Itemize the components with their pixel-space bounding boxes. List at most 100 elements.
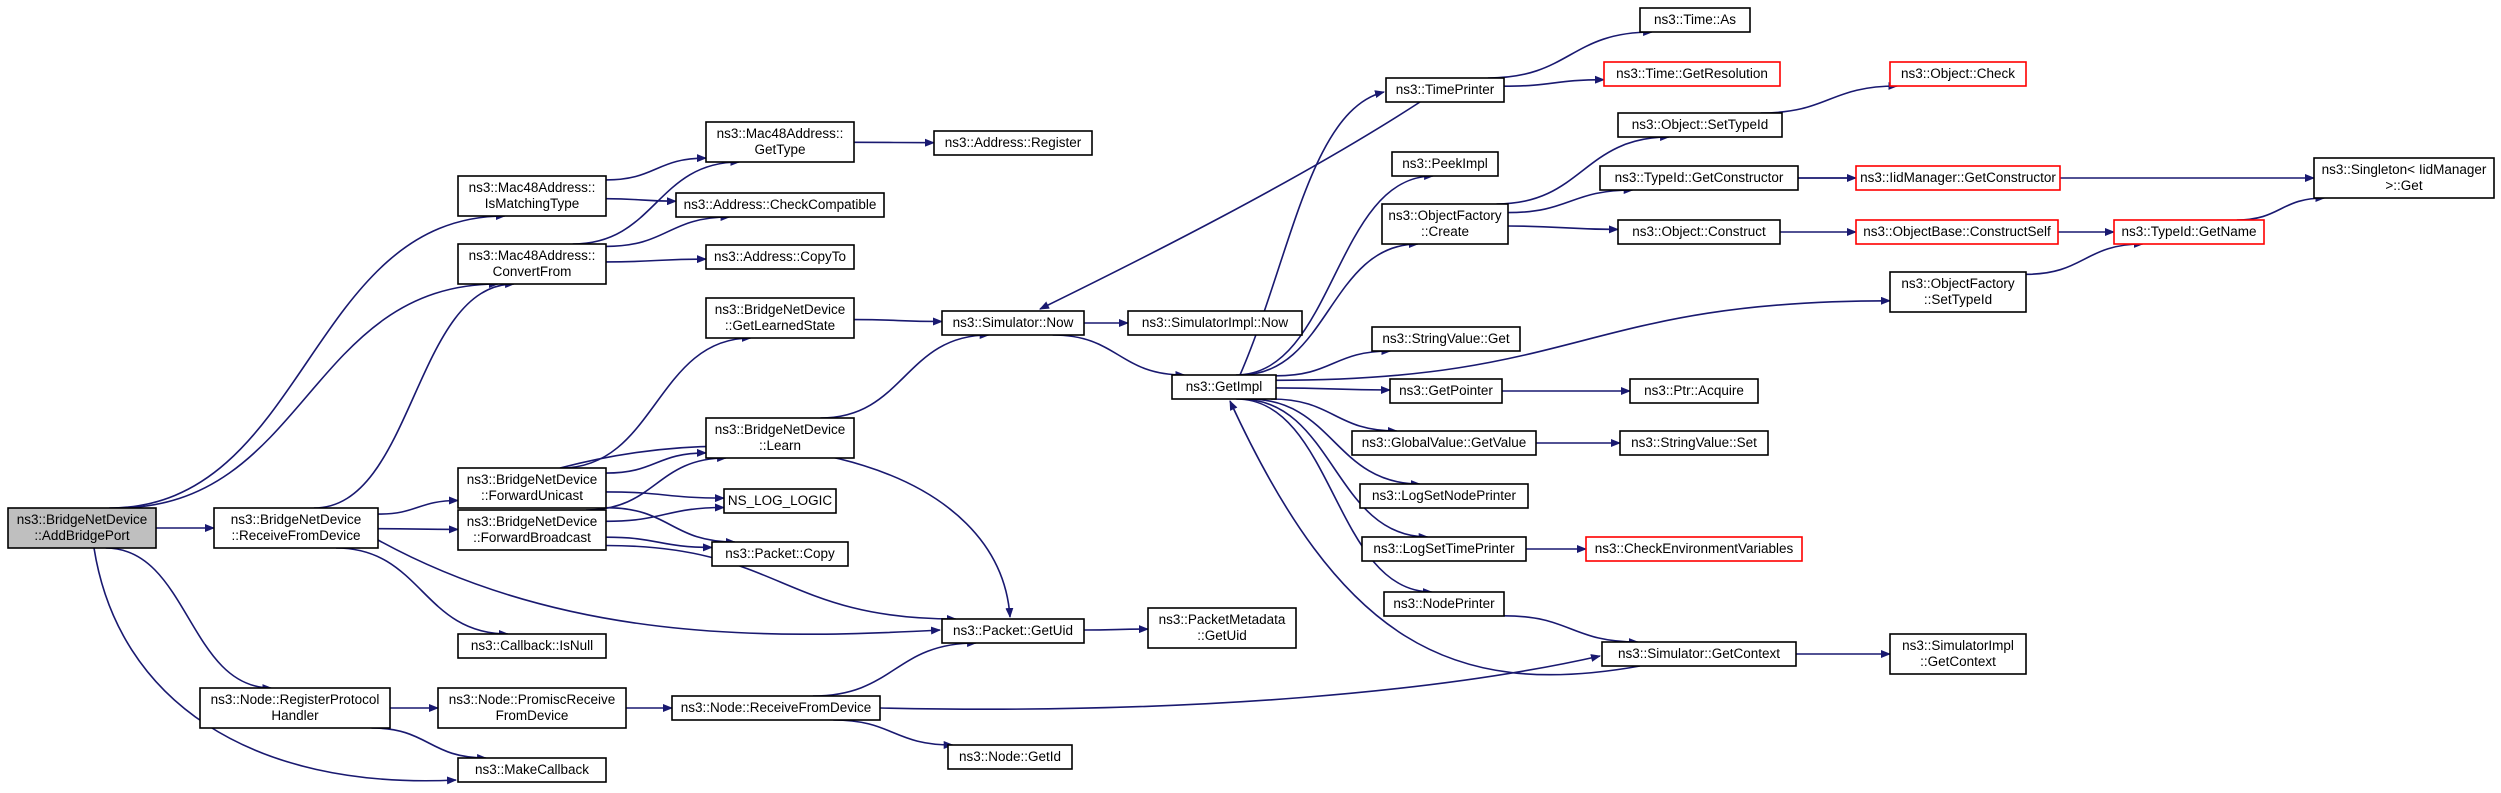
node-forwardBroadcast[interactable]: ns3::BridgeNetDevice::ForwardBroadcast [457,509,607,551]
node-iidManagerGetConstructor[interactable]: ns3::IidManager::GetConstructor [1855,165,2061,191]
node-addressCheckCompatible[interactable]: ns3::Address::CheckCompatible [675,192,885,218]
node-logSetTimePrinter[interactable]: ns3::LogSetTimePrinter [1361,536,1527,562]
node-nodeReceiveFromDevice[interactable]: ns3::Node::ReceiveFromDevice [671,695,881,721]
node-box[interactable] [671,695,881,721]
node-mac48GetType[interactable]: ns3::Mac48Address::GetType [705,121,855,163]
node-box[interactable] [1855,219,2059,245]
node-forwardUnicast[interactable]: ns3::BridgeNetDevice::ForwardUnicast [457,467,607,509]
node-simulatorNow[interactable]: ns3::Simulator::Now [941,310,1085,336]
node-addressCopyTo[interactable]: ns3::Address::CopyTo [705,244,855,270]
node-box[interactable] [933,130,1093,156]
node-timePrinter[interactable]: ns3::TimePrinter [1385,77,1505,103]
node-objectSetTypeId[interactable]: ns3::Object::SetTypeId [1617,112,1783,138]
node-nodePrinter[interactable]: ns3::NodePrinter [1383,591,1505,617]
node-objectConstruct[interactable]: ns3::Object::Construct [1617,219,1781,245]
node-box[interactable] [1351,430,1537,456]
node-stringValueGet[interactable]: ns3::StringValue::Get [1371,326,1521,352]
node-mac48ConvertFrom[interactable]: ns3::Mac48Address::ConvertFrom [457,243,607,285]
node-box[interactable] [199,687,391,729]
node-box[interactable] [1889,271,2027,313]
node-box[interactable] [705,244,855,270]
node-packetMetadataGetUid[interactable]: ns3::PacketMetadata::GetUid [1147,607,1297,649]
node-box[interactable] [1389,378,1503,404]
node-learn[interactable]: ns3::BridgeNetDevice::Learn [705,417,855,459]
node-addressRegister[interactable]: ns3::Address::Register [933,130,1093,156]
node-objectFactoryCreate[interactable]: ns3::ObjectFactory::Create [1381,203,1509,245]
node-box[interactable] [213,507,379,549]
node-box[interactable] [1855,165,2061,191]
node-box[interactable] [7,507,157,549]
node-packetCopy[interactable]: ns3::Packet::Copy [711,541,849,567]
node-box[interactable] [457,175,607,217]
node-box[interactable] [705,121,855,163]
node-box[interactable] [1619,430,1769,456]
node-box[interactable] [941,310,1085,336]
node-box[interactable] [1889,633,2027,675]
node-getImpl[interactable]: ns3::GetImpl [1171,374,1277,400]
node-box[interactable] [711,541,849,567]
node-box[interactable] [457,757,607,783]
node-box[interactable] [457,243,607,285]
node-box[interactable] [1171,374,1277,400]
node-box[interactable] [1127,310,1303,336]
node-box[interactable] [941,618,1085,644]
node-box[interactable] [1639,7,1751,33]
node-typeIdGetConstructor[interactable]: ns3::TypeId::GetConstructor [1599,165,1799,191]
node-box[interactable] [1371,326,1521,352]
node-box[interactable] [1617,112,1783,138]
node-nsLogLogic[interactable]: NS_LOG_LOGIC [723,488,837,514]
node-box[interactable] [1601,641,1797,667]
node-packetGetUid[interactable]: ns3::Packet::GetUid [941,618,1085,644]
node-addBridgePort[interactable]: ns3::BridgeNetDevice::AddBridgePort [7,507,157,549]
node-mac48IsMatchingType[interactable]: ns3::Mac48Address::IsMatchingType [457,175,607,217]
node-box[interactable] [457,633,607,659]
node-box[interactable] [1359,483,1529,509]
node-getPointer[interactable]: ns3::GetPointer [1389,378,1503,404]
node-box[interactable] [2113,219,2265,245]
node-box[interactable] [437,687,627,729]
node-box[interactable] [1617,219,1781,245]
node-simulatorImplNow[interactable]: ns3::SimulatorImpl::Now [1127,310,1303,336]
node-box[interactable] [1603,61,1781,87]
node-box[interactable] [947,744,1073,770]
node-box[interactable] [1383,591,1505,617]
node-box[interactable] [705,297,855,339]
node-box[interactable] [1889,61,2027,87]
node-makeCallback[interactable]: ns3::MakeCallback [457,757,607,783]
node-objectBaseConstructSelf[interactable]: ns3::ObjectBase::ConstructSelf [1855,219,2059,245]
node-singletonGet[interactable]: ns3::Singleton< IidManager >::Get [2313,157,2495,199]
node-box[interactable] [1585,536,1803,562]
node-box[interactable] [1629,378,1759,404]
node-typeIdGetName[interactable]: ns3::TypeId::GetName [2113,219,2265,245]
node-box[interactable] [675,192,885,218]
node-objectFactorySetTypeId[interactable]: ns3::ObjectFactory::SetTypeId [1889,271,2027,313]
node-box[interactable] [1385,77,1505,103]
node-box[interactable] [1599,165,1799,191]
node-checkEnvironmentVariables[interactable]: ns3::CheckEnvironmentVariables [1585,536,1803,562]
node-box[interactable] [457,509,607,551]
node-box[interactable] [2313,157,2495,199]
node-logSetNodePrinter[interactable]: ns3::LogSetNodePrinter [1359,483,1529,509]
node-box[interactable] [1147,607,1297,649]
node-box[interactable] [457,467,607,509]
node-timeAs[interactable]: ns3::Time::As [1639,7,1751,33]
node-box[interactable] [723,488,837,514]
node-ptrAcquire[interactable]: ns3::Ptr::Acquire [1629,378,1759,404]
node-nodeGetId[interactable]: ns3::Node::GetId [947,744,1073,770]
node-callbackIsNull[interactable]: ns3::Callback::IsNull [457,633,607,659]
node-objectCheck[interactable]: ns3::Object::Check [1889,61,2027,87]
node-timeGetResolution[interactable]: ns3::Time::GetResolution [1603,61,1781,87]
node-box[interactable] [705,417,855,459]
node-simulatorImplGetContext[interactable]: ns3::SimulatorImpl::GetContext [1889,633,2027,675]
node-box[interactable] [1361,536,1527,562]
node-globalValueGetValue[interactable]: ns3::GlobalValue::GetValue [1351,430,1537,456]
node-box[interactable] [1381,203,1509,245]
node-peekImpl[interactable]: ns3::PeekImpl [1391,151,1499,177]
node-simulatorGetContext[interactable]: ns3::Simulator::GetContext [1601,641,1797,667]
node-receiveFromDevice[interactable]: ns3::BridgeNetDevice::ReceiveFromDevice [213,507,379,549]
node-box[interactable] [1391,151,1499,177]
node-getLearnedState[interactable]: ns3::BridgeNetDevice::GetLearnedState [705,297,855,339]
node-stringValueSet[interactable]: ns3::StringValue::Set [1619,430,1769,456]
